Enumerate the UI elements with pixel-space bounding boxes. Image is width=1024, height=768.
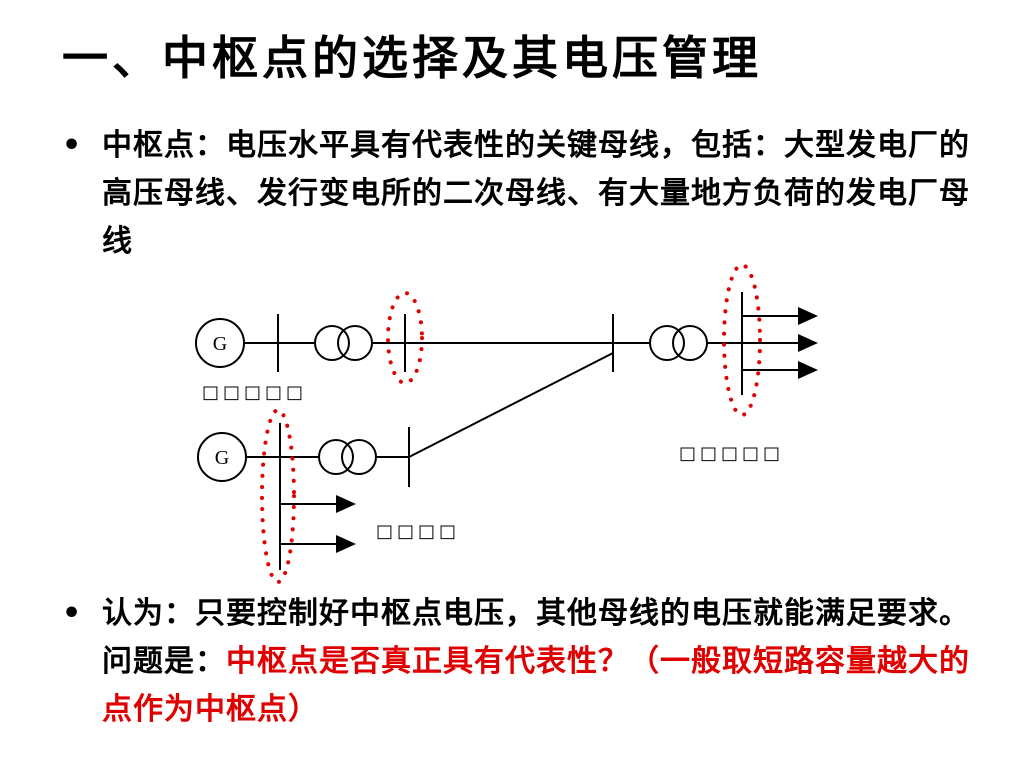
- page-title: 一、中枢点的选择及其电压管理: [62, 31, 762, 85]
- generator-2-label: G: [215, 447, 229, 469]
- transformer-3b: [341, 439, 377, 475]
- load-arrow: [336, 495, 356, 513]
- hub-highlights: [260, 263, 762, 584]
- bottom-row: [197, 352, 614, 570]
- transformer-1a: [314, 325, 350, 361]
- bullet-text: 认为：只要控制好中枢点电压，其他母线的电压就能满足要求。问题是：中枢点是否真正具…: [102, 590, 992, 734]
- load-arrows-top: [798, 307, 818, 379]
- load-arrow: [798, 334, 818, 352]
- load-arrow: [336, 535, 356, 553]
- bullet-item-hub-definition: • 中枢点：电压水平具有代表性的关键母线，包括：大型发电厂的高压母线、发行变电所…: [62, 122, 992, 266]
- hub-highlight-plant-hv: [386, 291, 424, 385]
- load-arrows-bottom: [336, 495, 356, 553]
- bullet-item-hub-control: • 认为：只要控制好中枢点电压，其他母线的电压就能满足要求。问题是：中枢点是否真…: [62, 590, 992, 734]
- bullet-text-black: 认为：只要控制好中枢点电压，其他母线的电压就能满足要求。问题是：: [102, 596, 970, 679]
- tie-line: [408, 352, 614, 458]
- hub-highlight-substation: [722, 263, 762, 417]
- load-arrow: [798, 307, 818, 325]
- label-plant-hv-bus: □□□□□: [202, 382, 307, 403]
- bullet-icon: •: [62, 128, 83, 163]
- bullet-icon: •: [62, 596, 83, 631]
- top-row: [195, 292, 800, 395]
- transformer-2b: [672, 325, 708, 361]
- transformer-3a: [318, 439, 354, 475]
- label-local-load-bus: □□□□: [376, 521, 460, 542]
- label-substation-lv-bus: □□□□□: [679, 443, 784, 464]
- load-arrow: [798, 361, 818, 379]
- transformer-1b: [337, 325, 373, 361]
- hub-highlight-plant-bus: [260, 408, 296, 584]
- bullet-text: 中枢点：电压水平具有代表性的关键母线，包括：大型发电厂的高压母线、发行变电所的二…: [102, 128, 970, 259]
- generator-1-label: G: [213, 333, 227, 355]
- bullet-text-red: 中枢点是否真正具有代表性？（一般取短路容量越大的点作为中枢点）: [102, 644, 970, 727]
- transformer-2a: [649, 325, 685, 361]
